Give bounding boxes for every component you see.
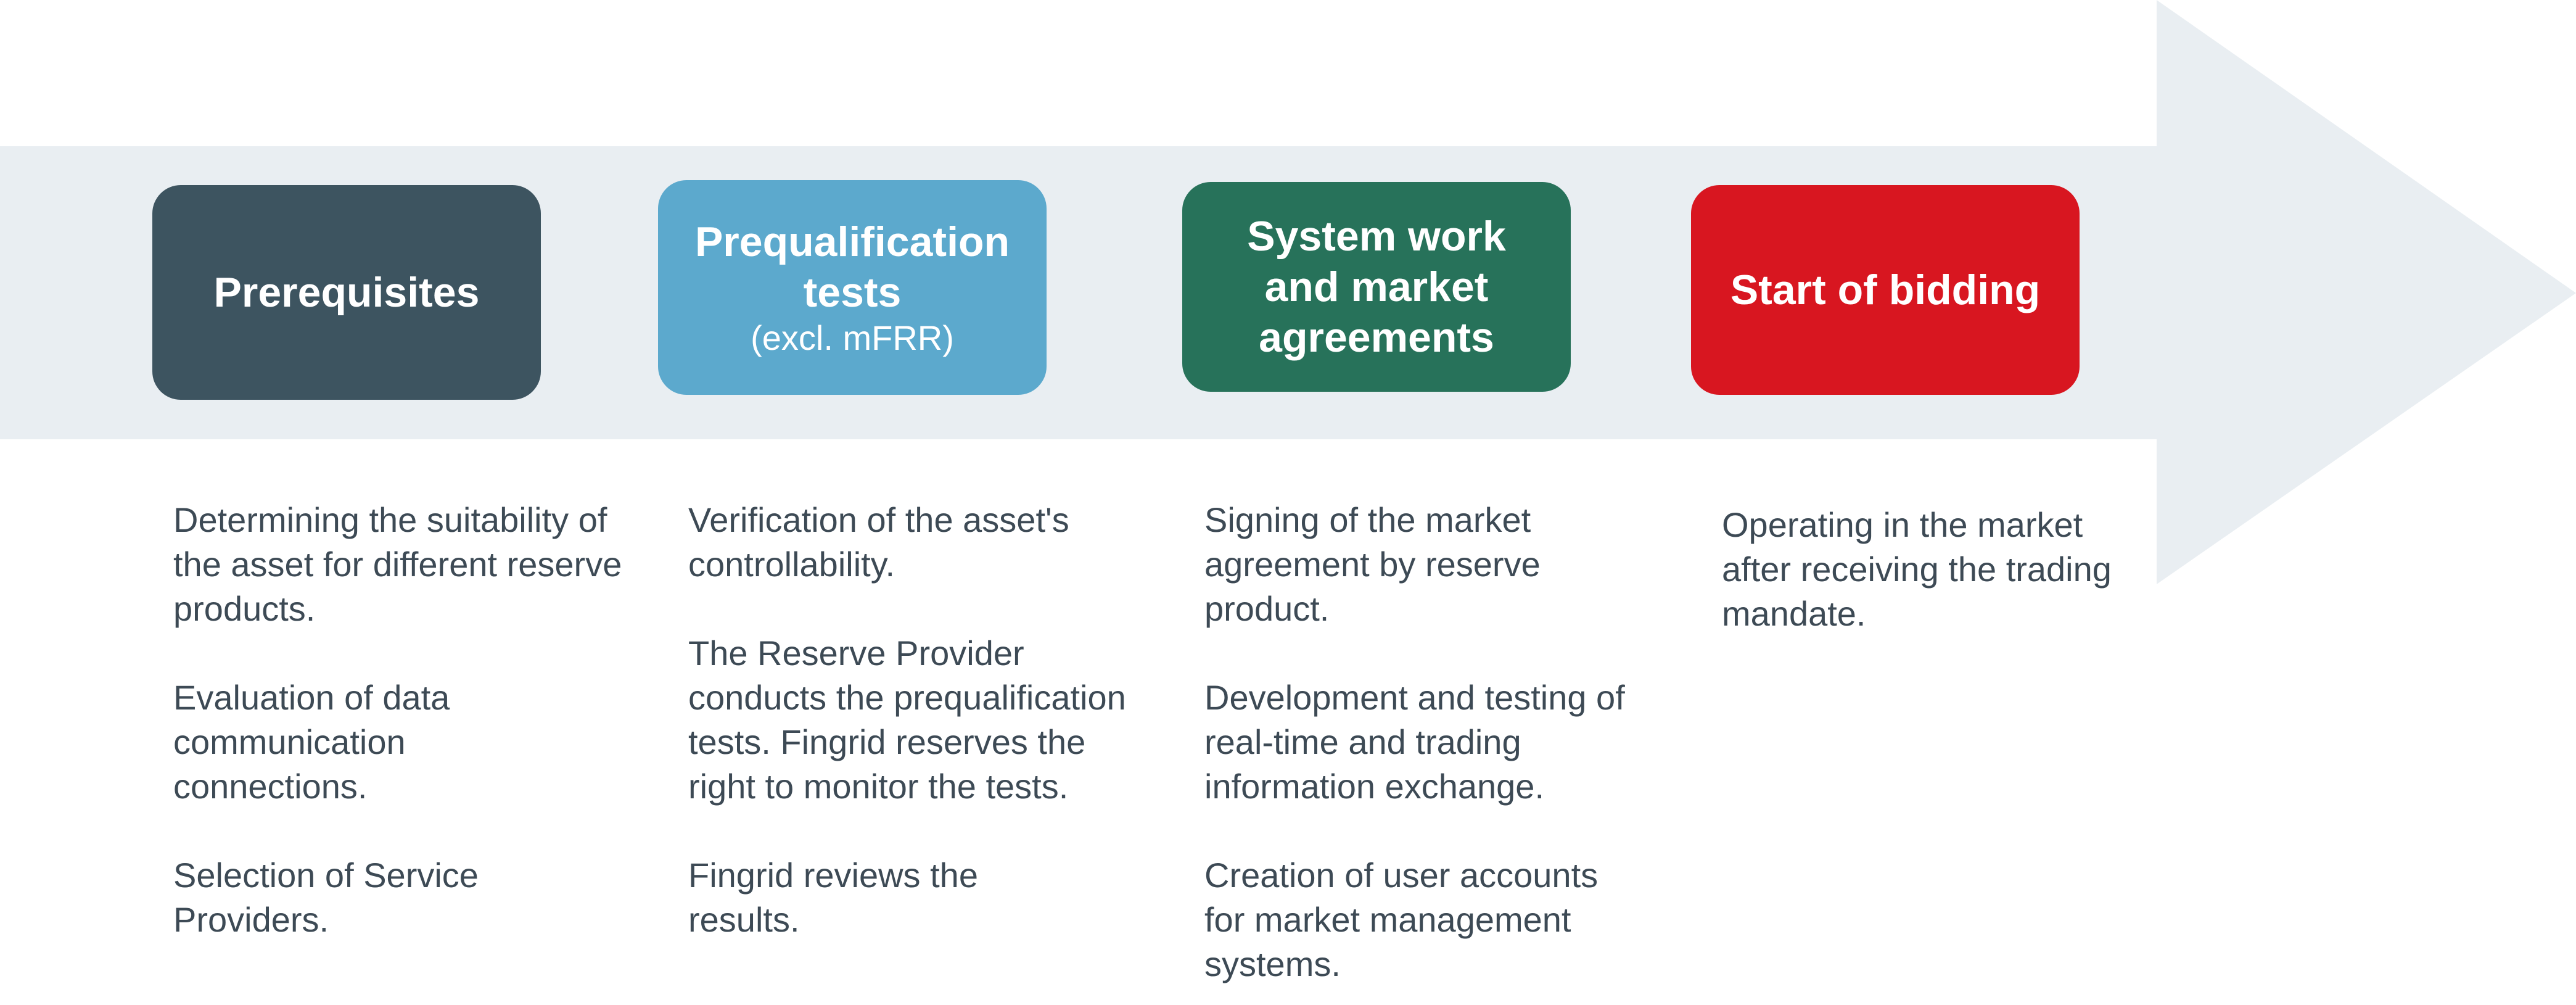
step-description-prerequisites: Determining the suitability of the asset…	[173, 498, 642, 942]
step-box-prequalification-tests: Prequalification tests (excl. mFRR)	[658, 180, 1047, 395]
step-description-start-of-bidding: Operating in the market after receiving …	[1722, 503, 2191, 636]
step-subtitle-prequalification-tests: (excl. mFRR)	[751, 318, 954, 357]
step-title-prerequisites: Prerequisites	[213, 269, 480, 316]
description-paragraph: Selection of Service Providers.	[173, 856, 479, 939]
step-box-prerequisites: Prerequisites	[152, 185, 541, 400]
description-paragraph: The Reserve Provider conducts the prequa…	[688, 634, 1126, 806]
description-paragraph: Operating in the market after receiving …	[1722, 505, 2112, 633]
description-paragraph: Evaluation of data communication connect…	[173, 678, 450, 806]
description-paragraph: Verification of the asset's controllabil…	[688, 500, 1069, 584]
description-paragraph: Signing of the market agreement by reser…	[1204, 500, 1541, 628]
step-title-prequalification-tests: Prequalification tests	[694, 218, 1010, 316]
step-description-system-work: Signing of the market agreement by reser…	[1204, 498, 1673, 986]
step-box-system-work: System work and market agreements	[1182, 182, 1571, 392]
step-title-system-work: System work and market agreements	[1247, 213, 1506, 361]
step-box-start-of-bidding: Start of bidding	[1691, 185, 2080, 395]
description-paragraph: Determining the suitability of the asset…	[173, 500, 622, 628]
description-paragraph: Development and testing of real-time and…	[1204, 678, 1625, 806]
step-description-prequalification-tests: Verification of the asset's controllabil…	[688, 498, 1157, 942]
description-paragraph: Creation of user accounts for market man…	[1204, 856, 1599, 983]
description-paragraph: Fingrid reviews the results.	[688, 856, 978, 939]
step-title-start-of-bidding: Start of bidding	[1730, 267, 2041, 313]
